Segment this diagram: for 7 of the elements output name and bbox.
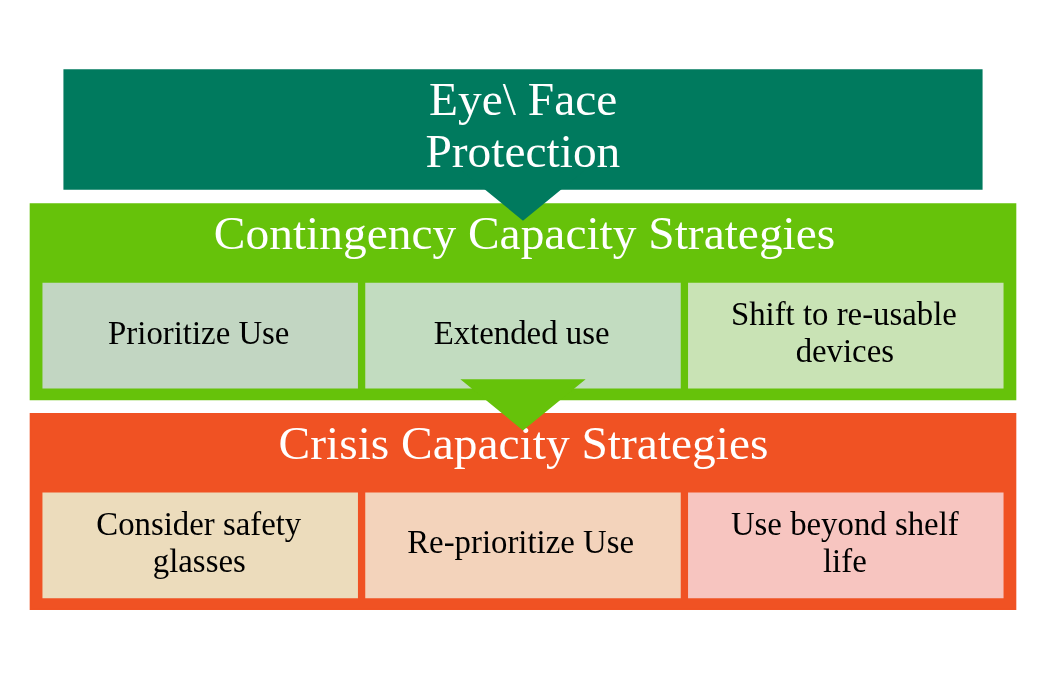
node-box: Extended use	[365, 282, 681, 388]
node-box: Re-prioritize Use	[365, 491, 681, 598]
node-box: Prioritize Use	[42, 282, 358, 388]
node-box: Shift to re-usable devices	[688, 282, 1004, 388]
node-box: Use beyond shelf life	[688, 491, 1004, 598]
arrow	[460, 378, 586, 430]
node-box: Consider safety glasses	[42, 491, 358, 598]
